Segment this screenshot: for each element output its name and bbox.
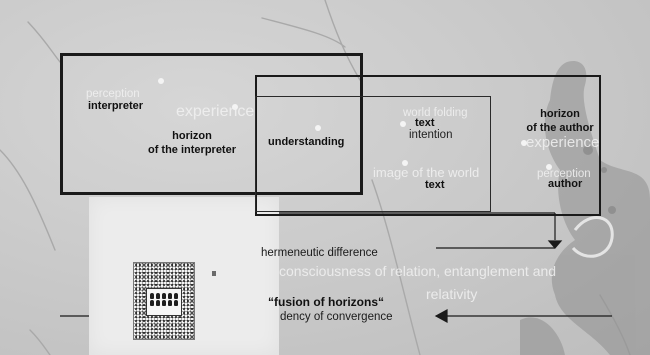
label-tendency-of-convergence: dency of convergence bbox=[280, 311, 393, 323]
label-author: author bbox=[548, 178, 583, 190]
label-image-of-world: image of the world bbox=[373, 165, 480, 180]
label-fusion-of-horizons: “fusion of horizons“ bbox=[268, 295, 384, 309]
label-understanding: understanding bbox=[268, 136, 345, 148]
label-intention: intention bbox=[409, 129, 453, 141]
marker-dot bbox=[315, 125, 321, 131]
label-consciousness: consciousness of relation, entanglement … bbox=[279, 263, 557, 279]
label-horizon-author-1: horizon bbox=[540, 108, 580, 120]
label-perception-left: perception bbox=[86, 88, 140, 100]
label-experience-left: experience bbox=[176, 103, 255, 120]
artwork-inner-card bbox=[146, 288, 182, 316]
label-text-bottom: text bbox=[425, 179, 445, 191]
label-text-top: text bbox=[415, 117, 435, 129]
marker-dot bbox=[232, 104, 238, 110]
marker-dot bbox=[521, 140, 527, 146]
label-experience-right: experience bbox=[526, 134, 600, 151]
label-horizon-author-2: of the author bbox=[526, 122, 594, 134]
label-world-folding: world folding bbox=[403, 107, 468, 119]
label-relativity: relativity bbox=[426, 286, 478, 302]
marker-dot bbox=[402, 160, 408, 166]
interpreter-horizon-box bbox=[60, 53, 363, 195]
small-mark bbox=[212, 271, 216, 276]
label-interpreter: interpreter bbox=[88, 100, 144, 112]
label-perception-right: perception bbox=[537, 168, 591, 180]
marker-dot bbox=[400, 121, 406, 127]
understanding-box bbox=[255, 75, 601, 216]
label-horizon-interpreter-2: of the interpreter bbox=[147, 144, 236, 156]
artwork-thumbnail bbox=[133, 262, 195, 340]
label-horizon-interpreter-1: horizon bbox=[172, 130, 212, 142]
label-hermeneutic-difference: hermeneutic difference bbox=[261, 247, 378, 259]
text-horizon-box bbox=[255, 96, 491, 212]
artwork-figures bbox=[150, 293, 179, 306]
marker-dot bbox=[546, 164, 552, 170]
marker-dot bbox=[158, 78, 164, 84]
